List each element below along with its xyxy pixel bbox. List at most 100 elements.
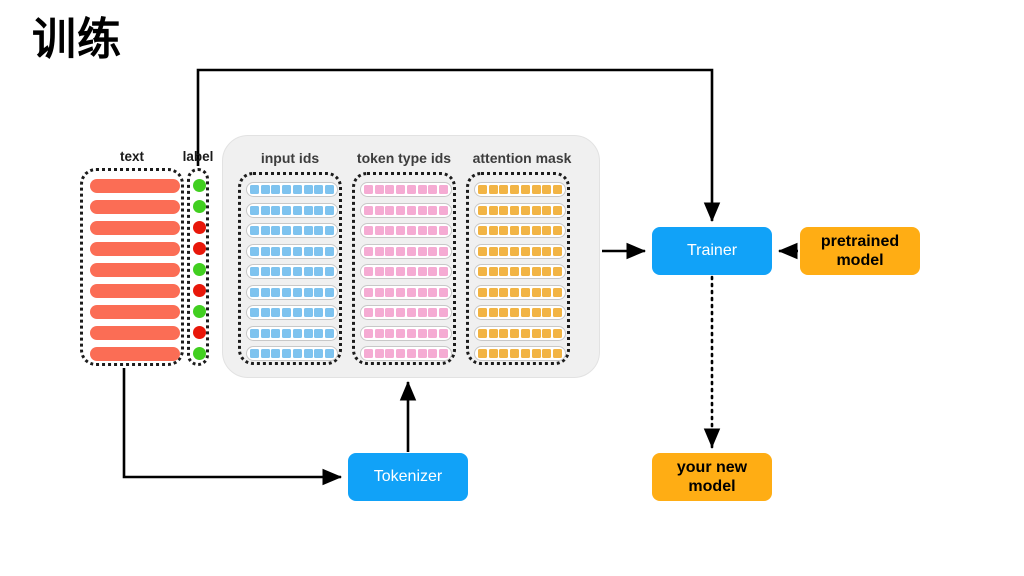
feature-cell-token-type-ids [364, 205, 373, 215]
feature-cell-attention-mask [478, 308, 487, 317]
feature-cell-input-ids [303, 226, 313, 235]
feature-row-token-type-ids [360, 223, 452, 238]
feature-cell-token-type-ids [396, 246, 406, 256]
feature-cell-attention-mask [552, 349, 562, 358]
feature-cell-token-type-ids [385, 287, 395, 297]
tokenizer-box[interactable]: Tokenizer [348, 453, 468, 501]
feature-cell-input-ids [260, 185, 270, 194]
feature-cell-input-ids [282, 287, 292, 297]
feature-column-token-type-ids[interactable] [352, 172, 456, 365]
feature-cell-attention-mask [542, 246, 552, 256]
feature-column-input-ids[interactable] [238, 172, 342, 365]
feature-cell-input-ids [314, 287, 324, 297]
feature-cell-attention-mask [520, 205, 530, 215]
feature-cell-input-ids [282, 205, 292, 215]
feature-cell-input-ids [292, 328, 302, 338]
feature-cell-token-type-ids [364, 328, 373, 338]
text-row [90, 242, 180, 256]
trainer-box[interactable]: Trainer [652, 227, 772, 275]
feature-cell-token-type-ids [438, 308, 448, 317]
feature-cell-attention-mask [531, 267, 541, 276]
feature-cell-attention-mask [520, 226, 530, 235]
feature-cell-input-ids [303, 185, 313, 194]
feature-cell-input-ids [303, 246, 313, 256]
feature-cell-attention-mask [499, 226, 509, 235]
feature-cell-input-ids [250, 349, 259, 358]
tokenizer-box-label: Tokenizer [373, 468, 443, 486]
feature-cell-input-ids [271, 205, 281, 215]
feature-cell-input-ids [271, 246, 281, 256]
feature-cell-token-type-ids [396, 287, 406, 297]
feature-cell-token-type-ids [417, 328, 427, 338]
feature-cell-token-type-ids [438, 328, 448, 338]
feature-cell-input-ids [292, 267, 302, 276]
feature-cell-token-type-ids [438, 205, 448, 215]
feature-cell-attention-mask [552, 246, 562, 256]
feature-cell-input-ids [271, 287, 281, 297]
feature-cell-input-ids [303, 328, 313, 338]
feature-cell-token-type-ids [396, 328, 406, 338]
feature-cell-attention-mask [531, 349, 541, 358]
feature-header-attention-mask: attention mask [472, 150, 572, 166]
feature-cell-attention-mask [499, 185, 509, 194]
feature-row-token-type-ids [360, 346, 452, 361]
feature-cell-token-type-ids [396, 267, 406, 276]
pretrained-model-box[interactable]: pretrained model [800, 227, 920, 275]
feature-cell-input-ids [324, 349, 334, 358]
feature-row-attention-mask [474, 243, 566, 259]
feature-cell-input-ids [303, 349, 313, 358]
feature-cell-attention-mask [552, 287, 562, 297]
feature-header-input-ids: input ids [260, 150, 320, 166]
feature-cell-attention-mask [478, 185, 487, 194]
text-row [90, 263, 180, 277]
feature-cell-attention-mask [488, 328, 498, 338]
label-column-group[interactable] [187, 168, 209, 366]
feature-cell-input-ids [271, 308, 281, 317]
feature-cell-attention-mask [478, 328, 487, 338]
label-dot-red [193, 242, 206, 255]
feature-cell-attention-mask [542, 226, 552, 235]
feature-cell-attention-mask [542, 185, 552, 194]
feature-cell-input-ids [314, 267, 324, 276]
feature-row-attention-mask [474, 346, 566, 361]
feature-cell-attention-mask [520, 328, 530, 338]
feature-cell-token-type-ids [406, 328, 416, 338]
feature-row-input-ids [246, 264, 338, 279]
feature-cell-token-type-ids [406, 226, 416, 235]
feature-cell-attention-mask [542, 308, 552, 317]
feature-cell-token-type-ids [417, 226, 427, 235]
feature-cell-attention-mask [488, 246, 498, 256]
feature-cell-token-type-ids [438, 246, 448, 256]
feature-cell-attention-mask [531, 246, 541, 256]
feature-cell-token-type-ids [385, 246, 395, 256]
feature-cell-input-ids [314, 349, 324, 358]
feature-row-input-ids [246, 305, 338, 320]
feature-cell-token-type-ids [374, 246, 384, 256]
feature-cell-input-ids [250, 287, 259, 297]
feature-cell-input-ids [324, 205, 334, 215]
feature-cell-attention-mask [542, 349, 552, 358]
feature-column-attention-mask[interactable] [466, 172, 570, 365]
feature-cell-input-ids [271, 328, 281, 338]
feature-cell-token-type-ids [396, 185, 406, 194]
feature-cell-token-type-ids [385, 328, 395, 338]
feature-cell-attention-mask [531, 185, 541, 194]
your-new-model-box[interactable]: your new model [652, 453, 772, 501]
feature-row-attention-mask [474, 223, 566, 238]
feature-cell-token-type-ids [364, 349, 373, 358]
feature-cell-token-type-ids [406, 246, 416, 256]
feature-row-input-ids [246, 202, 338, 218]
feature-cell-input-ids [324, 287, 334, 297]
feature-cell-attention-mask [478, 287, 487, 297]
page-title: 训练 [32, 15, 122, 64]
feature-cell-attention-mask [510, 287, 520, 297]
feature-cell-input-ids [303, 287, 313, 297]
label-dot-red [193, 326, 206, 339]
feature-cell-token-type-ids [364, 267, 373, 276]
feature-cell-input-ids [250, 246, 259, 256]
text-column-group[interactable] [80, 168, 184, 366]
feature-row-attention-mask [474, 284, 566, 300]
feature-cell-attention-mask [510, 328, 520, 338]
feature-cell-input-ids [324, 226, 334, 235]
feature-cell-token-type-ids [428, 185, 438, 194]
